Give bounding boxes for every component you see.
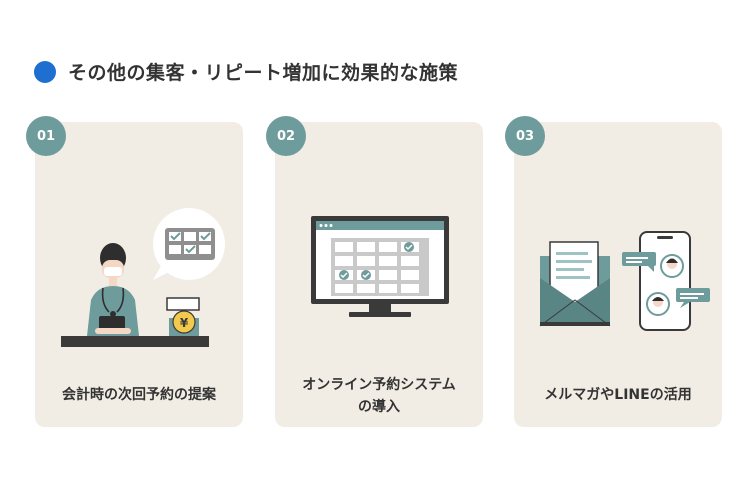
card-online-booking: オンライン予約システム の導入 <box>275 122 483 427</box>
yen-symbol: ¥ <box>180 316 189 330</box>
card-2-number-badge: 02 <box>266 116 306 156</box>
section-title: その他の集客・リピート増加に効果的な施策 <box>68 62 459 84</box>
card-1-caption: 会計時の次回予約の提案 <box>62 387 216 403</box>
section-heading: その他の集客・リピート増加に効果的な施策 <box>34 58 458 85</box>
bullet-dot-icon <box>34 60 56 83</box>
card-next-booking: ¥ 会計時の次回予約の提案 <box>35 122 243 427</box>
monitor-calendar-illustration-icon <box>311 216 449 317</box>
receptionist-illustration-icon: ¥ <box>61 208 225 347</box>
card-2-caption-line-2: の導入 <box>358 399 400 415</box>
card-newsletter-line: メルマガやLINEの活用 <box>514 122 722 427</box>
card-3-caption: メルマガやLINEの活用 <box>544 387 692 403</box>
card-2-caption-line-1: オンライン予約システム <box>302 377 456 393</box>
card-1-number-badge: 01 <box>26 116 66 156</box>
mail-and-phone-illustration-icon <box>539 231 710 331</box>
card-3-number-badge: 03 <box>505 116 545 156</box>
